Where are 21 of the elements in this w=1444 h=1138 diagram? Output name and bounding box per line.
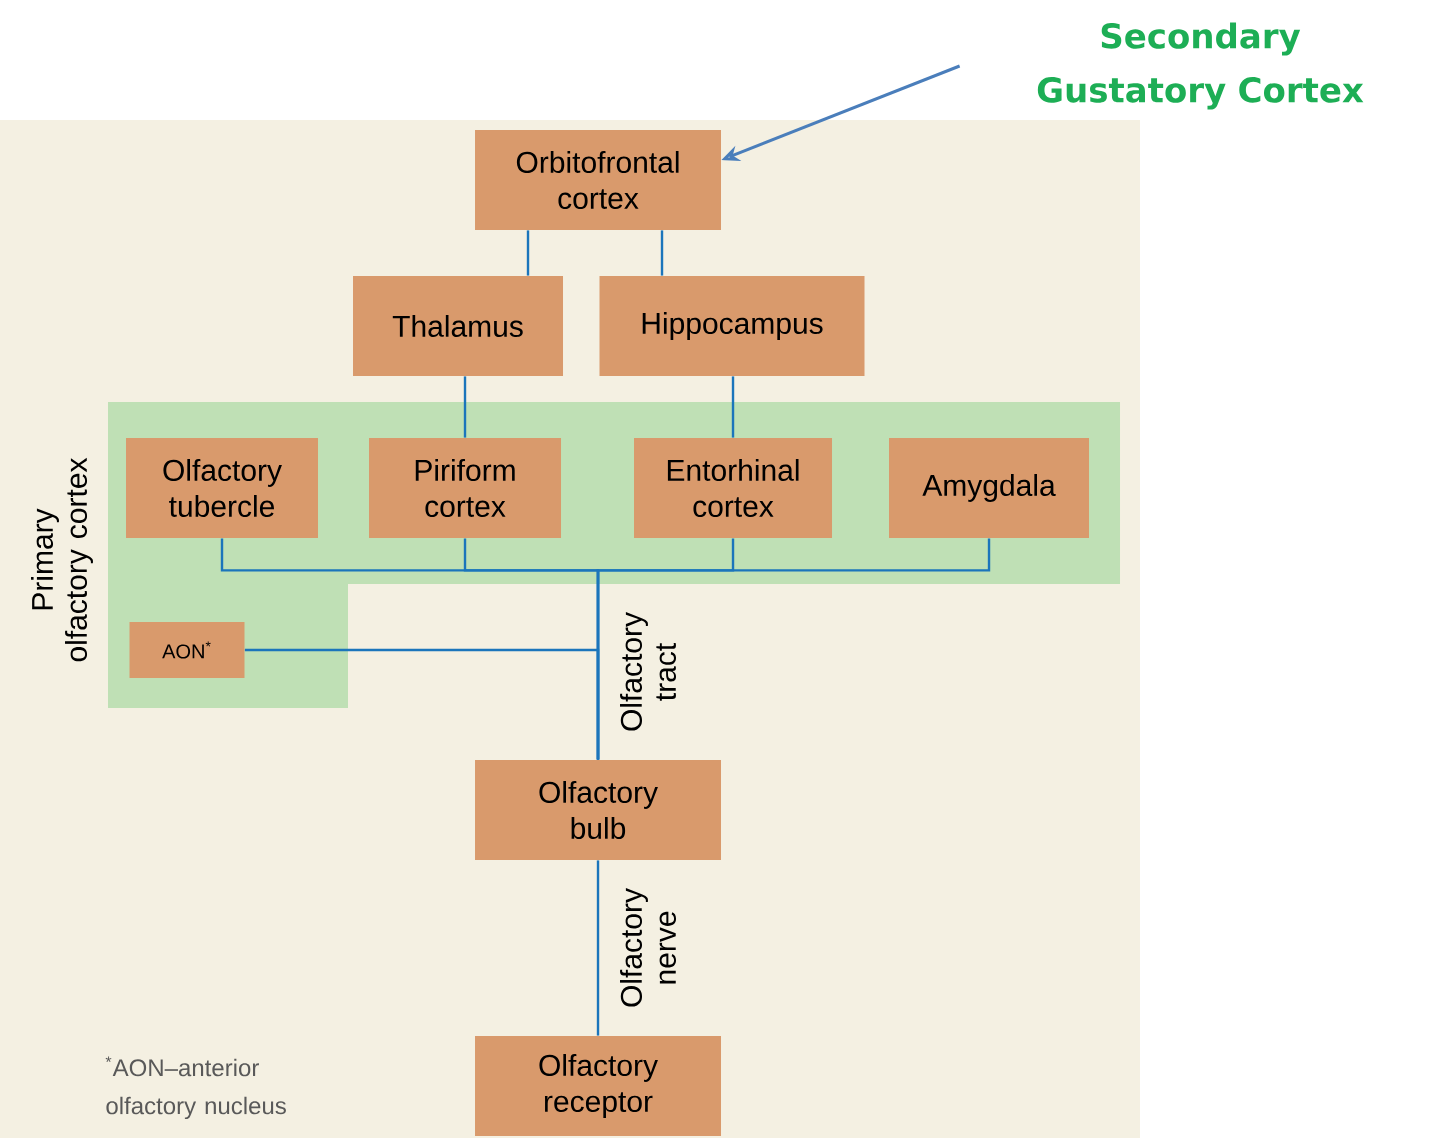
callout-text: Secondary Gustatory Cortex bbox=[1037, 22, 1364, 110]
process-box: Amygdala bbox=[889, 438, 1089, 538]
footnote: $^{*}$AON–anterior olfactory nucleus bbox=[105, 1056, 286, 1120]
connector-line bbox=[463, 376, 467, 438]
process-box: Olfactory receptor bbox=[475, 1036, 721, 1136]
connector-line bbox=[244, 648, 600, 760]
process-box: Hippocampus bbox=[599, 276, 865, 376]
process-box: Olfactory bulb bbox=[475, 760, 721, 860]
edge-label: Olfactory nerve bbox=[618, 876, 679, 1020]
process-box: Entorhinal cortex bbox=[634, 438, 832, 538]
connector-line bbox=[731, 376, 735, 438]
node-label: Primary olfactory cortex bbox=[31, 457, 93, 662]
process-box: Piriform cortex bbox=[369, 438, 561, 538]
connector-line bbox=[596, 860, 600, 1036]
process-box: Orbitofrontal cortex bbox=[475, 130, 721, 230]
connector-line bbox=[526, 230, 530, 276]
process-box: Thalamus bbox=[353, 276, 563, 376]
edge-label: Olfactory tract bbox=[618, 600, 679, 744]
process-box: Olfactory tubercle bbox=[126, 438, 318, 538]
small-box: AON$^{*}$ bbox=[129, 622, 245, 678]
connector-line bbox=[660, 230, 664, 276]
